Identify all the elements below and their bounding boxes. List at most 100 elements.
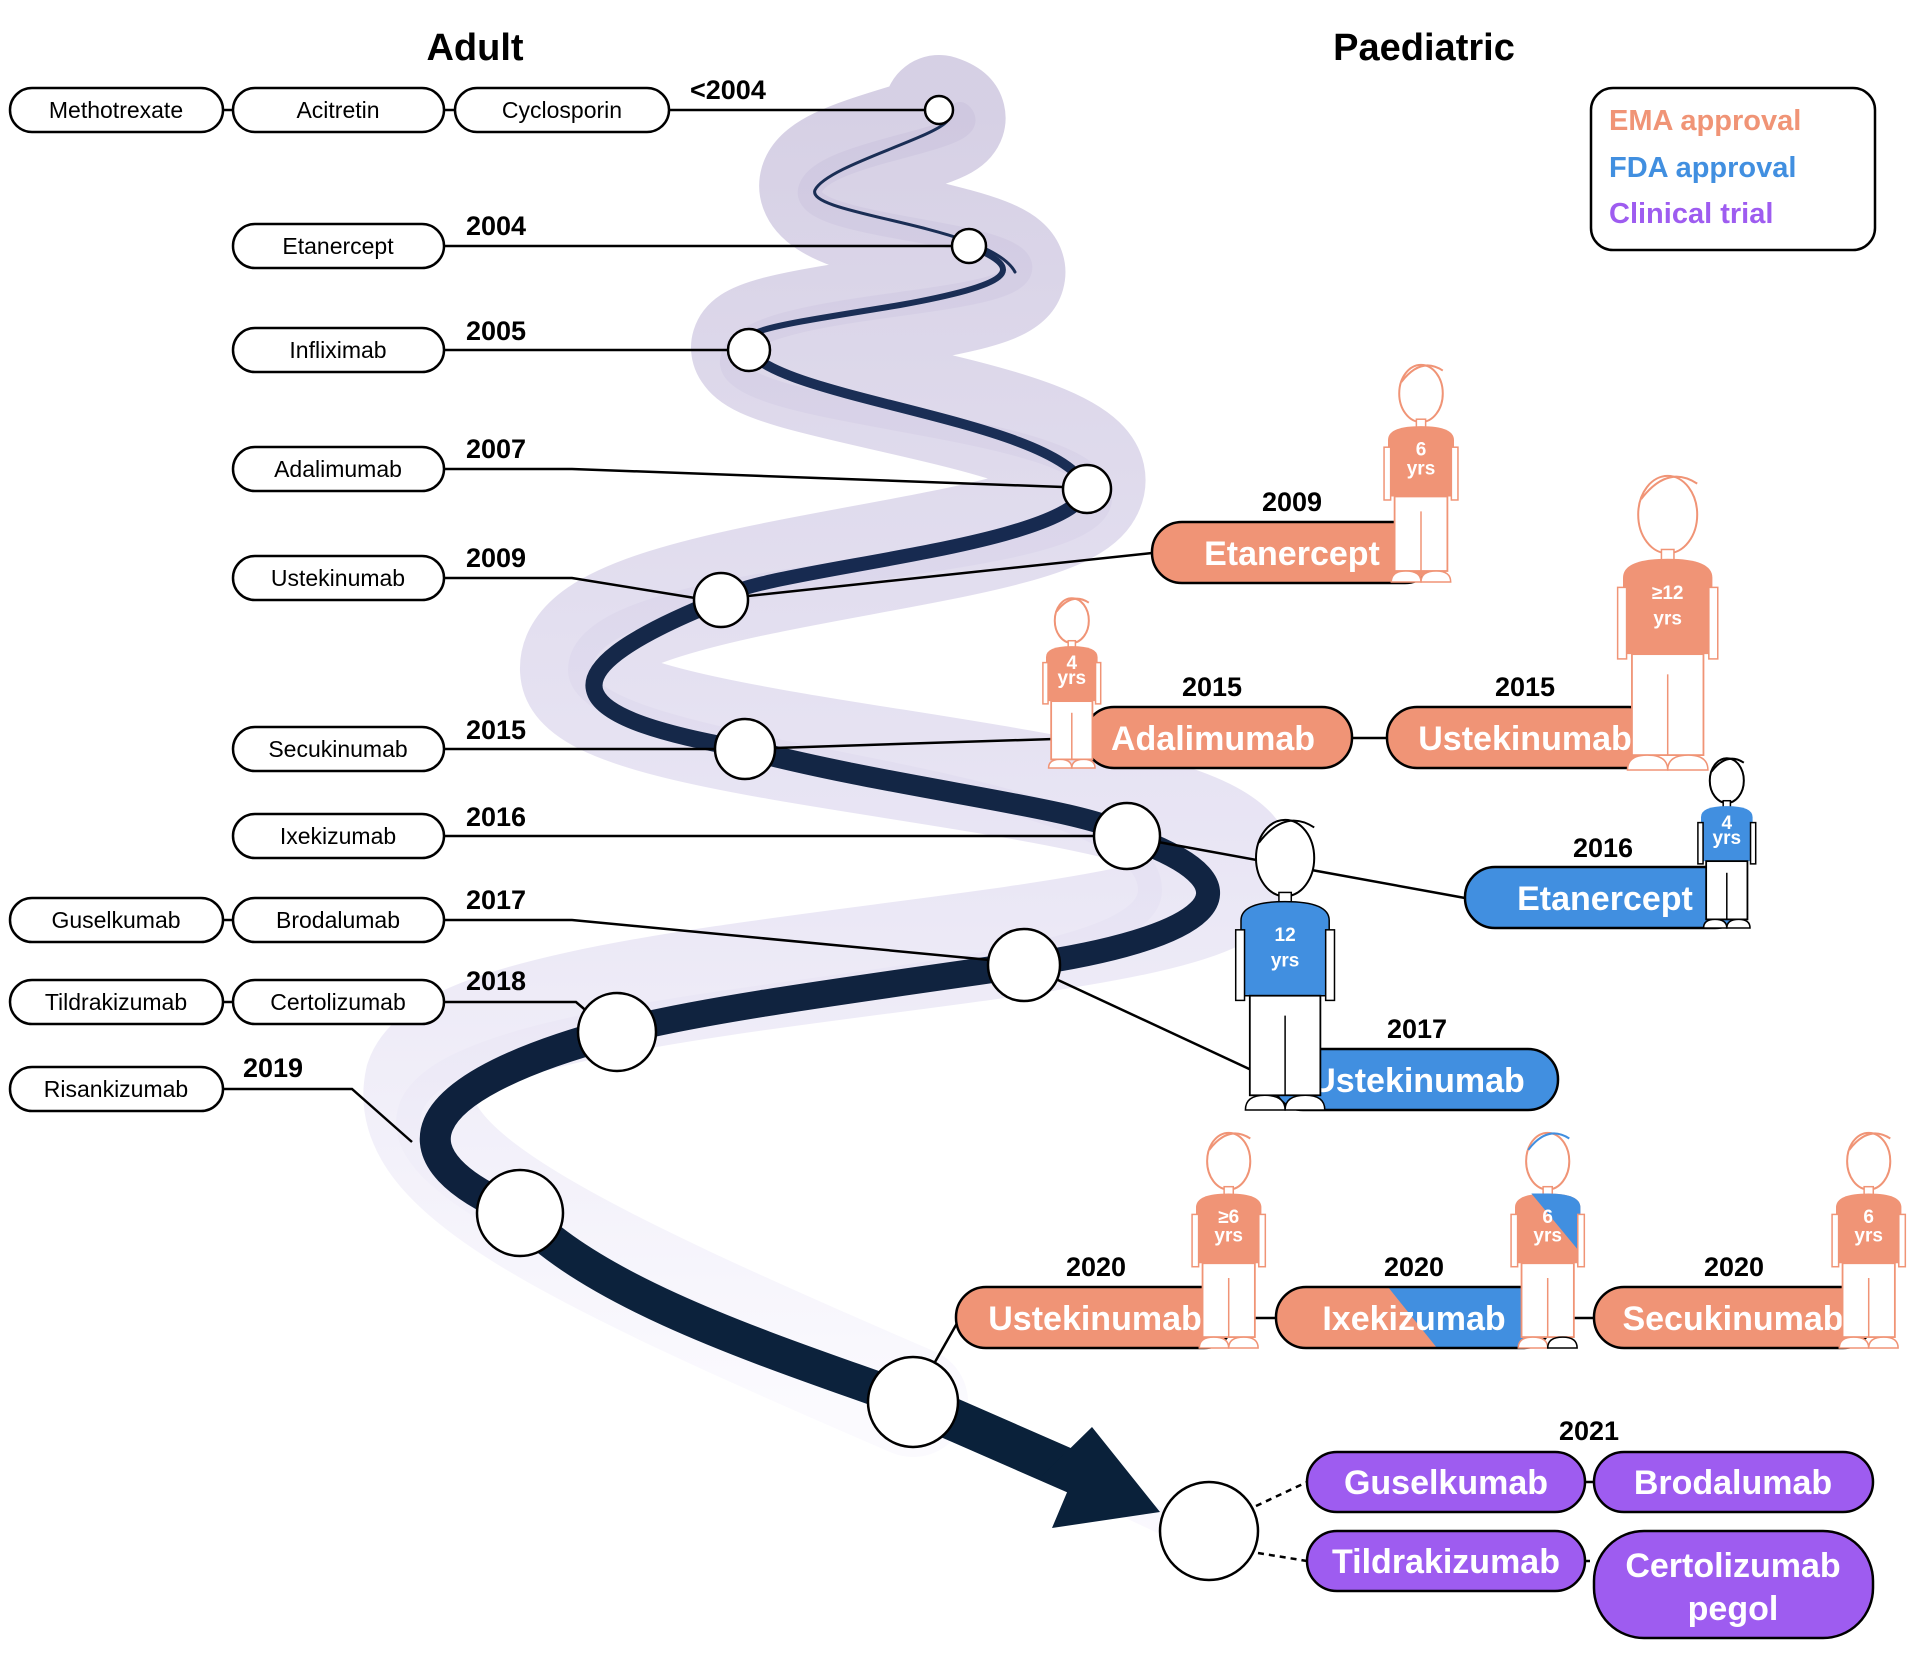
node-2019[interactable] (475, 1168, 565, 1258)
adult-pill[interactable]: Brodalumab (231, 896, 446, 944)
child-arm-icon (1708, 586, 1719, 660)
child-arm-icon (1898, 1213, 1907, 1268)
child-arm-icon (1094, 661, 1102, 705)
ped-pill[interactable]: Secukinumab (1592, 1285, 1875, 1350)
node-2016[interactable] (1092, 801, 1162, 871)
adult-pill[interactable]: Ixekizumab (231, 812, 446, 860)
connector-trial-a (1255, 1480, 1308, 1508)
trial-pill-label: Guselkumab (1344, 1464, 1548, 1502)
paediatric-pills: 2009 Etanercept 2015 Adalimumab 2015 Ust… (954, 487, 1875, 1350)
child-shirt-icon (1388, 426, 1454, 497)
age-unit: yrs (1854, 1226, 1883, 1247)
year-label: 2020 (1066, 1252, 1126, 1282)
adult-pill[interactable]: Certolizumab (231, 978, 446, 1026)
adult-pill-label: Tildrakizumab (45, 989, 187, 1015)
adult-pill[interactable]: Infliximab (231, 326, 446, 374)
ped-pill[interactable]: Ustekinumab (954, 1285, 1236, 1350)
year-label: 2015 (1182, 672, 1242, 702)
ped-pill[interactable]: Etanercept (1463, 865, 1747, 930)
ped-pill[interactable]: Ustekinumab (1385, 705, 1661, 770)
trial-pill[interactable]: Guselkumab (1305, 1450, 1587, 1514)
adult-pill[interactable]: Methotrexate (8, 86, 225, 134)
age-value: 6 (1542, 1207, 1553, 1228)
trial-pill[interactable]: Brodalumab (1592, 1450, 1875, 1514)
adult-pill[interactable]: Acitretin (231, 86, 446, 134)
child-hair-icon (1848, 1132, 1891, 1151)
child-shoe-icon (1198, 1336, 1230, 1349)
node-2017[interactable] (986, 927, 1062, 1003)
year-label: 2009 (466, 543, 526, 573)
age-unit: yrs (1271, 951, 1300, 972)
node-2007[interactable] (1061, 463, 1113, 515)
ped-pill[interactable]: Adalimumab (1082, 705, 1354, 770)
fda-half (1388, 1287, 1553, 1348)
year-label: <2004 (690, 75, 766, 105)
child-hair-icon (1055, 597, 1090, 613)
ped-pill-label: Etanercept (1204, 535, 1380, 573)
connector-ped-2017 (1057, 978, 1274, 1082)
ped-pill-label: Adalimumab (1111, 720, 1315, 758)
child-shoe-icon (1284, 1094, 1326, 1111)
node-2009[interactable] (692, 571, 750, 629)
child-shirt-icon (1623, 558, 1713, 655)
adult-pill[interactable]: Tildrakizumab (8, 978, 225, 1026)
child-shoe-icon (1517, 1336, 1549, 1349)
child-shoe-icon (1726, 918, 1751, 929)
age-unit: yrs (1713, 828, 1742, 849)
legend-fda: FDA approval (1609, 152, 1796, 184)
adult-pill[interactable]: Cyclosporin (453, 86, 671, 134)
adult-pill[interactable]: Etanercept (231, 222, 446, 270)
adult-pill[interactable]: Risankizumab (8, 1065, 225, 1113)
node-2004[interactable] (950, 227, 988, 265)
child-shoe-icon (1838, 1336, 1870, 1349)
trial-pill-label: Tildrakizumab (1332, 1543, 1560, 1581)
child-arm-icon (1616, 586, 1628, 660)
year-label: 2007 (466, 434, 526, 464)
node-2021[interactable] (1158, 1480, 1260, 1582)
node-2015[interactable] (713, 717, 777, 781)
child-head-icon (1708, 757, 1745, 804)
ped-pill-label: Etanercept (1517, 880, 1693, 918)
adult-pill-label: Acitretin (296, 97, 379, 123)
node-2005[interactable] (726, 327, 772, 373)
age-unit: yrs (1058, 668, 1087, 689)
child-shoe-icon (1666, 754, 1709, 771)
child-head-icon (1053, 597, 1090, 644)
adult-pill[interactable]: Secukinumab (231, 725, 446, 773)
trial-pill-label: Brodalumab (1634, 1464, 1832, 1502)
child-hair-icon (1710, 757, 1745, 773)
ped-pill-label: Ustekinumab (1311, 1062, 1525, 1100)
adult-pill[interactable]: Ustekinumab (231, 554, 446, 602)
child-shirt-icon (1046, 646, 1098, 702)
adult-pills: Methotrexate Acitretin Cyclosporin <2004… (8, 75, 766, 1113)
node-2018[interactable] (576, 991, 658, 1073)
age-value: ≥6 (1218, 1207, 1239, 1228)
adult-pill-label: Etanercept (282, 233, 394, 259)
adult-pill[interactable]: Adalimumab (231, 445, 446, 493)
node-pre2004[interactable] (923, 94, 955, 126)
legend-box (1589, 86, 1877, 252)
age-value: 4 (1722, 813, 1733, 834)
ped-pill[interactable]: Etanercept (1150, 520, 1437, 585)
node-2020[interactable] (866, 1355, 960, 1449)
ped-pill[interactable]: Ixekizumab (1274, 1285, 1555, 1350)
connector-2017 (444, 918, 991, 962)
age-value: 6 (1416, 440, 1427, 461)
timeline-nodes (475, 94, 1260, 1582)
trial-pill[interactable]: Tildrakizumab (1305, 1529, 1587, 1593)
adult-pill[interactable]: Guselkumab (8, 896, 225, 944)
child-shirt-fda-icon (1531, 1193, 1581, 1253)
legend-ema: EMA approval (1609, 105, 1801, 137)
path-seg-3 (744, 345, 1092, 494)
connector-2009 (444, 576, 696, 600)
year-label: 2021 (1559, 1416, 1619, 1446)
ped-pill[interactable]: Ustekinumab (1271, 1047, 1560, 1112)
child-arm-icon (1831, 1213, 1840, 1268)
